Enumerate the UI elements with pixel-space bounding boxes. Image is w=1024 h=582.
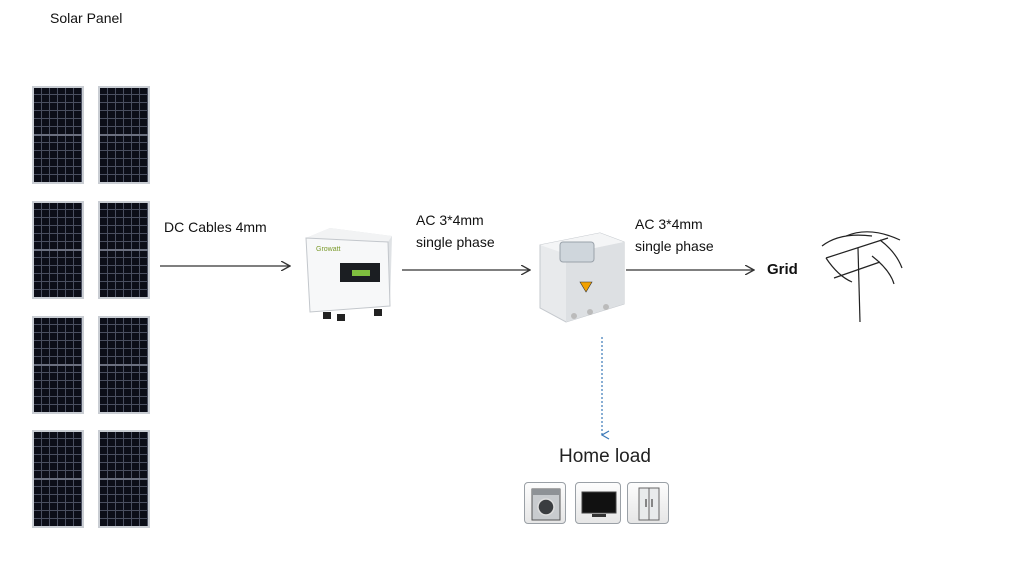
solar-panel-title: Solar Panel bbox=[50, 10, 123, 26]
solar-panel bbox=[32, 201, 84, 299]
grid-label: Grid bbox=[767, 261, 798, 278]
home-load-label: Home load bbox=[559, 446, 651, 467]
solar-panel bbox=[98, 201, 150, 299]
warning-icon bbox=[579, 281, 593, 293]
ac-phase-label-1: single phase bbox=[416, 234, 495, 250]
solar-panel bbox=[98, 86, 150, 184]
dc-cables-label: DC Cables 4mm bbox=[164, 219, 267, 235]
tv-icon bbox=[575, 482, 621, 524]
solar-panel bbox=[98, 316, 150, 414]
inverter-brand: Growatt bbox=[316, 246, 341, 253]
ac-cable-label-1: AC 3*4mm bbox=[416, 212, 484, 228]
ac-cable-label-2: AC 3*4mm bbox=[635, 216, 703, 232]
solar-panel bbox=[98, 430, 150, 528]
solar-panel bbox=[32, 316, 84, 414]
solar-panel bbox=[32, 86, 84, 184]
refrigerator-icon bbox=[627, 482, 669, 524]
washing-machine-icon bbox=[524, 482, 566, 524]
solar-panel bbox=[32, 430, 84, 528]
ac-phase-label-2: single phase bbox=[635, 238, 714, 254]
